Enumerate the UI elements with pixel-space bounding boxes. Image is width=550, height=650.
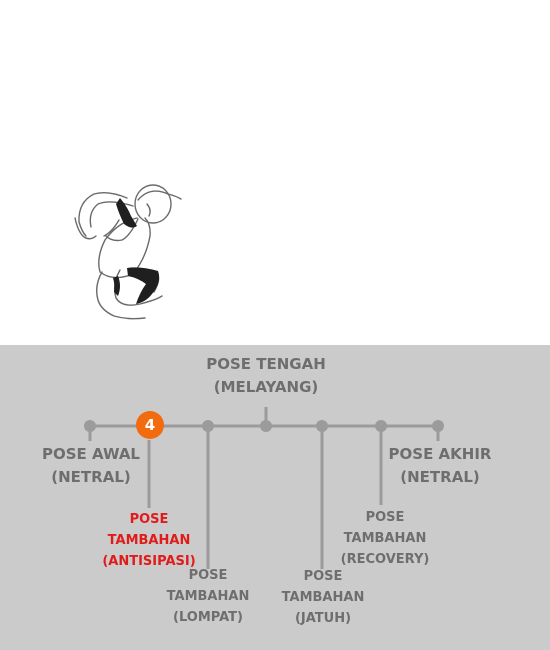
label-pose-end-line2: (NETRAL)	[400, 467, 480, 486]
label-step-lompat: POSE TAMBAHAN (LOMPAT)	[153, 565, 263, 628]
label-pose-start-line1: POSE AWAL	[42, 445, 140, 463]
label-step-recovery-line1: POSE	[365, 510, 405, 525]
label-step-lompat-line3: (LOMPAT)	[173, 610, 243, 626]
label-pose-start-line2: (NETRAL)	[51, 467, 131, 486]
label-step-recovery: POSE TAMBAHAN (RECOVERY)	[330, 507, 440, 570]
node-step-jatuh	[316, 420, 328, 432]
node-pose-middle	[260, 420, 272, 432]
pose-timeline-panel: 4 POSE TENGAH (MELAYANG) POSE AWAL (NETR…	[0, 345, 550, 650]
node-pose-end	[432, 420, 444, 432]
node-step-lompat	[202, 420, 214, 432]
label-step-recovery-line3: (RECOVERY)	[340, 552, 430, 568]
label-step-jatuh-line1: POSE	[303, 569, 343, 584]
label-pose-middle: POSE TENGAH (MELAYANG)	[186, 353, 346, 398]
label-step-antisipasi-line3: (ANTISIPASI)	[102, 554, 196, 570]
label-step-jatuh-line3: (JATUH)	[294, 611, 352, 627]
node-pose-start	[84, 420, 96, 432]
label-pose-middle-line1: POSE TENGAH	[206, 355, 326, 373]
label-pose-start: POSE AWAL (NETRAL)	[21, 443, 161, 488]
active-step-badge[interactable]: 4	[136, 411, 164, 439]
label-pose-middle-line2: (MELAYANG)	[213, 377, 319, 396]
label-step-lompat-line1: POSE	[188, 568, 228, 583]
label-step-recovery-line2: TAMBAHAN	[343, 531, 427, 547]
label-step-antisipasi-line2: TAMBAHAN	[107, 533, 191, 549]
label-step-jatuh: POSE TAMBAHAN (JATUH)	[268, 566, 378, 629]
label-step-antisipasi-line1: POSE	[129, 512, 169, 527]
label-pose-end: POSE AKHIR (NETRAL)	[370, 443, 510, 488]
label-step-lompat-line2: TAMBAHAN	[166, 589, 250, 605]
label-step-antisipasi: POSE TAMBAHAN (ANTISIPASI)	[94, 509, 204, 572]
label-pose-end-line1: POSE AKHIR	[388, 445, 492, 463]
crouching-character-sketch	[74, 184, 182, 320]
label-step-jatuh-line2: TAMBAHAN	[281, 590, 365, 606]
node-step-recovery	[375, 420, 387, 432]
animation-frame	[74, 184, 182, 320]
